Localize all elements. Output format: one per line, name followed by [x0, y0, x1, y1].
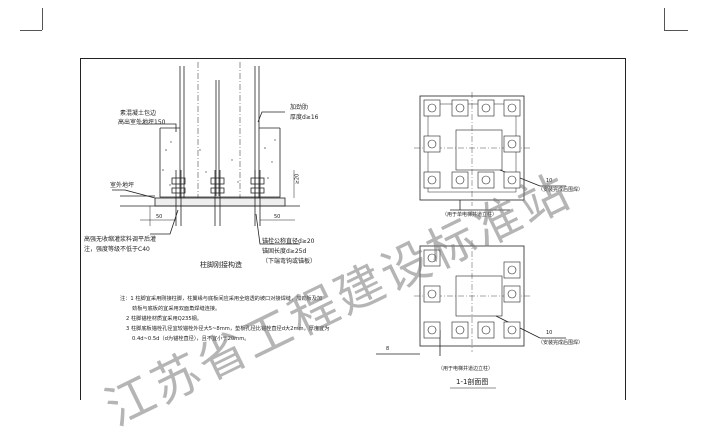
drawing-frame: [80, 58, 626, 400]
label-grout: 高强无收缩灌浆料调平后灌: [84, 236, 157, 243]
note-line: 2 柱脚锚栓材质宜采用Q235钢。: [126, 316, 202, 322]
label-concrete-2: 高出室外地坪150: [118, 119, 166, 126]
dim-50-right: 50: [274, 214, 281, 220]
crop-mark-top-right-h: [664, 30, 688, 31]
dim-50-left: 50: [156, 214, 163, 220]
caption-column-base: 柱脚刚接构造: [200, 261, 242, 269]
label-concrete: 素混凝土包边: [120, 110, 157, 117]
weld-size-bottom: 10: [546, 330, 553, 336]
caption-bottom-plan: （用于电梯井道边立柱）: [438, 366, 494, 372]
note-line: 3 柱脚底板锚栓孔径宜较锚栓外径大5~8mm，垫板孔径比锚栓直径d大2mm，厚度…: [126, 326, 330, 332]
weld-size-left: 8: [386, 346, 390, 352]
section-title: 1-1剖面图: [456, 378, 489, 386]
label-stiffener: 加劲肋: [290, 104, 309, 111]
label-outdoor-ground: 室外地坪: [110, 182, 135, 189]
note-line: 注：1 柱脚宜采用刚接柱脚，柱翼缘与底板间应采用全熔透的坡口对接焊缝，加劲板及加: [120, 296, 323, 302]
dim-20: ≥20: [294, 173, 301, 185]
caption-top-plan: （用于单电梯井道立柱）: [442, 212, 498, 218]
label-bolt: 锚栓公称直径d≥20: [262, 238, 315, 245]
note-line: 0.4d~0.5d（d为锚栓直径），且不宜小于20mm。: [132, 336, 250, 342]
label-bolt-2: 锚固长度d≥25d: [262, 248, 307, 255]
crop-mark-top-left-v: [42, 8, 43, 30]
weld-size-top: 10: [546, 178, 553, 184]
note-line: 劲板与底板的宜采用双面角焊缝连接。: [132, 306, 221, 312]
label-stiffener-thk: 厚度d≥16: [290, 114, 319, 121]
crop-mark-top-right-v: [664, 8, 665, 30]
drawing-linework: [112, 62, 566, 389]
crop-mark-top-left-h: [20, 30, 42, 31]
label-bolt-3: （下端弯钩或锚板）: [262, 258, 317, 265]
weld-note-bottom: （安装完成后围焊）: [538, 340, 584, 346]
weld-note-top: （安装完成后围焊）: [538, 187, 584, 193]
label-grout-2: 注，强度等级不低于C40: [84, 246, 150, 253]
